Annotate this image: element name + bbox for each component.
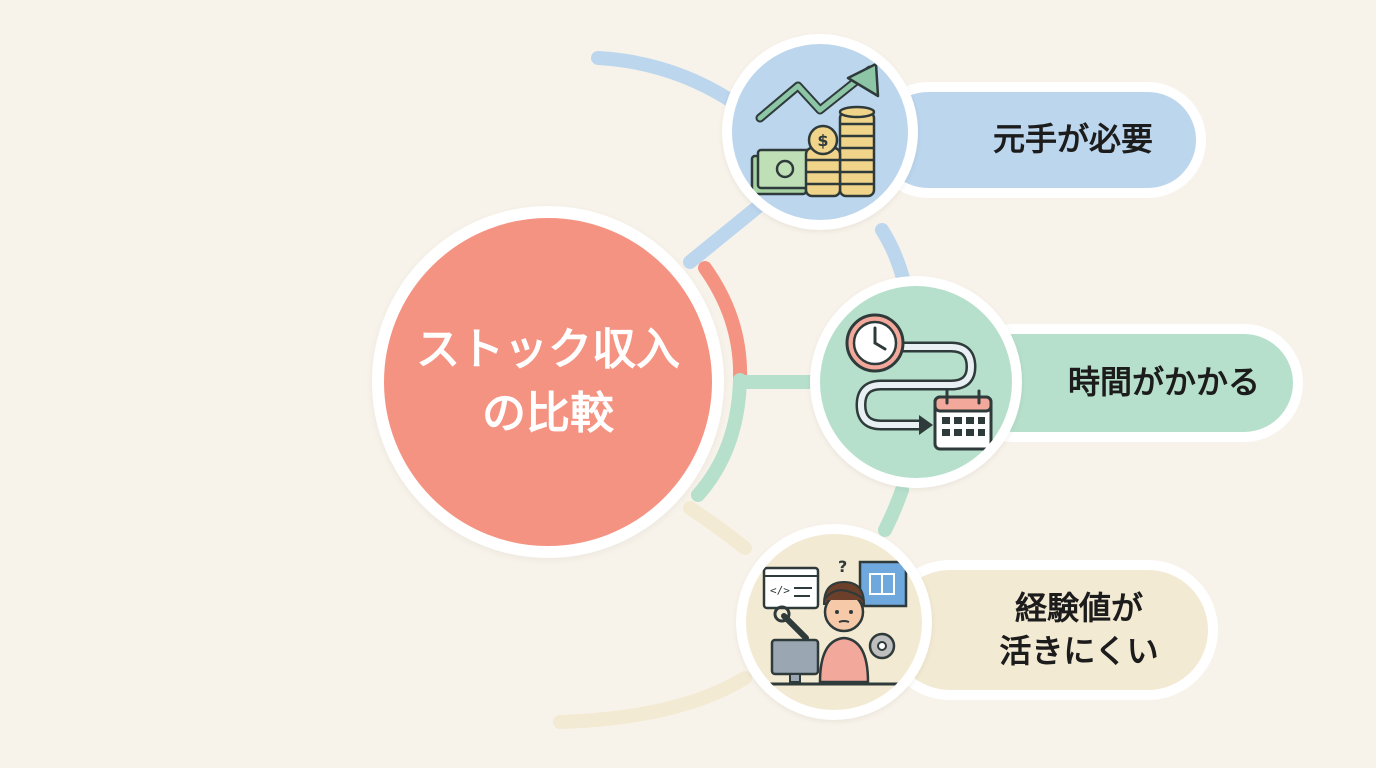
confused-developer-icon: </> ? [762,557,908,686]
center-circle: ストック収入 の比較 [372,206,724,558]
item-label-1: 元手が必要 [992,120,1153,159]
item-pill-1: 元手が必要 [870,82,1206,198]
svg-text:?: ? [838,557,847,576]
item-node-2 [810,276,1022,488]
item-node-3: </> ? [736,524,932,720]
svg-text:</>: </> [770,584,790,597]
center-title: ストック収入 の比較 [416,324,680,439]
clock-calendar-icon [845,313,993,451]
item-node-1: $ [722,34,918,230]
item-label-3: 経験値が 活きにくい [999,588,1159,670]
svg-text:$: $ [817,131,828,150]
item-label-2: 時間がかかる [1067,363,1260,402]
item-pill-3: 経験値が 活きにくい [880,560,1218,700]
money-growth-icon: $ [750,62,880,198]
